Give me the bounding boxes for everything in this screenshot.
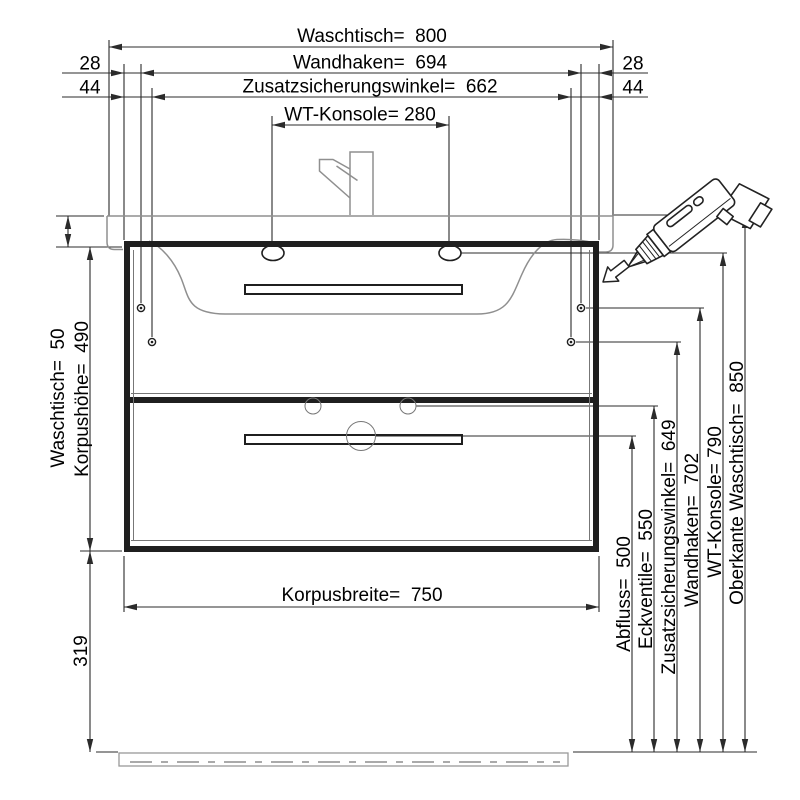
wall-hook-left-lower [147,337,157,347]
dim-offset-28-left-label: 28 [79,54,100,75]
dim-waschtisch-breite-label: Waschtisch= 800 [297,26,447,47]
faucet-icon [318,151,374,215]
mount-points [136,244,586,347]
upper-drawer-handle [244,284,463,295]
dim-korpushoehe-label: Korpushöhe= 490 [72,321,93,477]
drill-body [652,178,736,253]
dim-oberkante-waschtisch-label: Oberkante Waschtisch= 850 [727,361,748,605]
drill-battery [748,201,773,228]
washbasin-right-skirt [596,216,614,253]
dim-wt-konsole-breite-label: WT-Konsole= 280 [284,105,436,126]
drill-icon [627,178,773,268]
eckventil-circle-left [304,397,322,415]
washbasin-bowl-profile [148,238,597,315]
drill-trigger [716,207,735,226]
dim-zusatzsicherungswinkel-hoehe-label: Zusatzsicherungswinkel= 649 [659,419,680,674]
dim-wandhaken-hoehe-label: Wandhaken= 702 [682,453,703,607]
eckventil-circle-right [399,397,417,415]
cabinet-body-outline [124,241,599,552]
dim-zusatzsicherungswinkel-breite-label: Zusatzsicherungswinkel= 662 [242,77,497,98]
dimension-labels: Waschtisch= 800 Wandhaken= 694 Zusatzsic… [48,26,748,675]
drawer-divider [124,397,599,403]
console-mount-right [438,244,462,262]
washbasin-outline [106,215,614,315]
dim-offset-44-right-label: 44 [622,78,644,99]
dim-wandhaken-breite-label: Wandhaken= 694 [293,53,447,74]
wall-hook-right-lower [566,337,576,347]
dim-offset-28-right-label: 28 [622,54,643,75]
dim-korpusbreite-label: Korpusbreite= 750 [281,585,442,606]
dim-wt-konsole-hoehe-label: WT-Konsole= 790 [705,426,726,578]
dim-sockel-hoehe-label: 319 [71,635,92,667]
extension-lines [56,40,757,753]
dimension-lines [62,46,746,752]
wall-hook-left-upper [136,303,146,313]
lower-drawer-handle [244,434,463,445]
washbasin-left-skirt [106,216,123,251]
abfluss-circle [346,421,376,451]
plumbing [304,397,417,451]
dim-eckventile-label: Eckventile= 550 [636,509,657,649]
drill-vent-slot [666,204,693,228]
cabinet [124,241,599,552]
wall-hook-right-upper [576,303,586,313]
console-mount-left [261,244,285,262]
drill-direction-arrow-icon [602,259,630,283]
dim-abfluss-label: Abfluss= 500 [614,536,635,652]
dim-waschtisch-hoehe-label: Waschtisch= 50 [48,328,69,467]
floor-line [118,752,569,767]
dim-offset-44-left-label: 44 [79,78,101,99]
